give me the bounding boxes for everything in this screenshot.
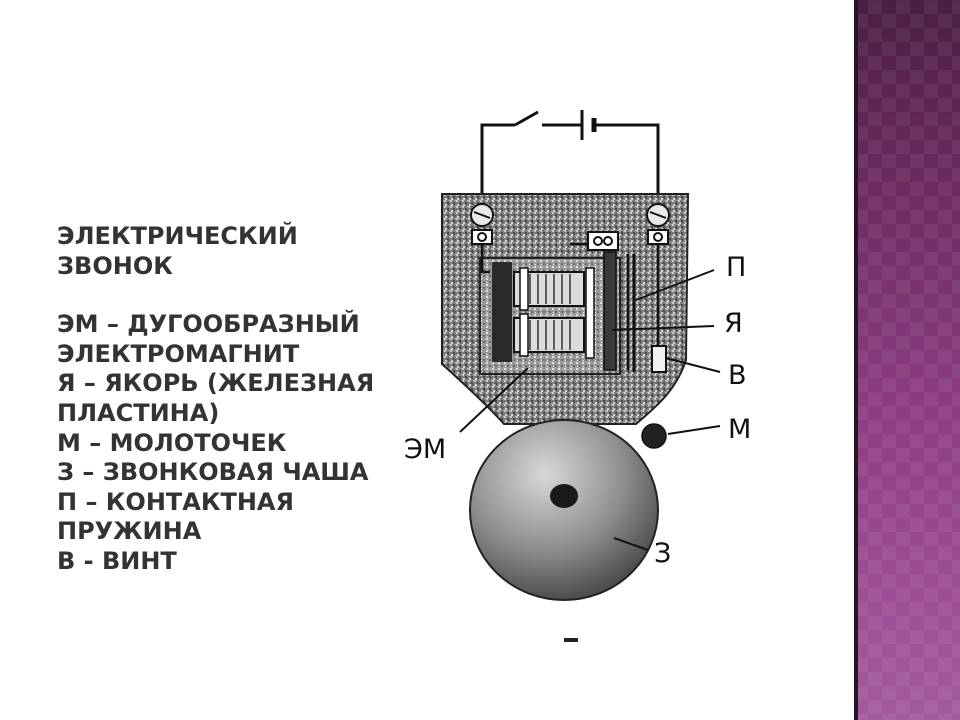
label-Ya: Я: [724, 308, 743, 339]
legend-line-m: М – МОЛОТОЧЕК: [57, 428, 287, 457]
label-M: М: [728, 414, 751, 445]
bell-cup: [469, 419, 659, 601]
spacer: [57, 281, 407, 310]
label-V: В: [728, 360, 747, 391]
legend-line-v: В - ВИНТ: [57, 546, 177, 575]
label-P: П: [726, 252, 746, 283]
side-band-edge: [854, 0, 858, 720]
label-EM: ЭМ: [404, 434, 446, 465]
title-line-1: ЭЛЕКТРИЧЕСКИЙ: [57, 222, 298, 250]
legend-line-ya-2: ПЛАСТИНА): [57, 398, 220, 427]
legend-line-p-1: П – КОНТАКТНАЯ: [57, 487, 294, 516]
battery-circuit: [480, 110, 660, 195]
adjusting-screw: [651, 345, 667, 373]
electric-bell-diagram: П Я В М ЭМ З: [404, 110, 751, 642]
right-terminal-screw-icon: [646, 203, 670, 245]
bell-bottom-mark: [564, 638, 578, 642]
legend-line-p-2: ПРУЖИНА: [57, 517, 202, 546]
iron-armature: [603, 251, 617, 371]
label-Z: З: [654, 538, 671, 569]
hammer: [641, 423, 667, 449]
legend-line-em-2: ЭЛЕКТРОМАГНИТ: [57, 339, 300, 368]
legend-line-em-1: ЭМ – ДУГООБРАЗНЫЙ: [57, 310, 360, 339]
bell-cup-center-bolt: [550, 484, 578, 508]
middle-contact-screw-icon: [587, 231, 619, 251]
legend-line-z: З – ЗВОНКОВАЯ ЧАША: [57, 458, 369, 487]
decorative-side-band: [854, 0, 960, 720]
title-line-2: ЗВОНОК: [57, 251, 173, 280]
legend-line-ya-1: Я – ЯКОРЬ (ЖЕЛЕЗНАЯ: [57, 369, 375, 398]
left-terminal-screw-icon: [470, 203, 494, 245]
horseshoe-electromagnet: [492, 262, 595, 362]
leader-lines: [459, 269, 721, 551]
legend-text-block: ЭЛЕКТРИЧЕСКИЙ ЗВОНОК ЭМ – ДУГООБРАЗНЫЙ Э…: [57, 222, 407, 577]
